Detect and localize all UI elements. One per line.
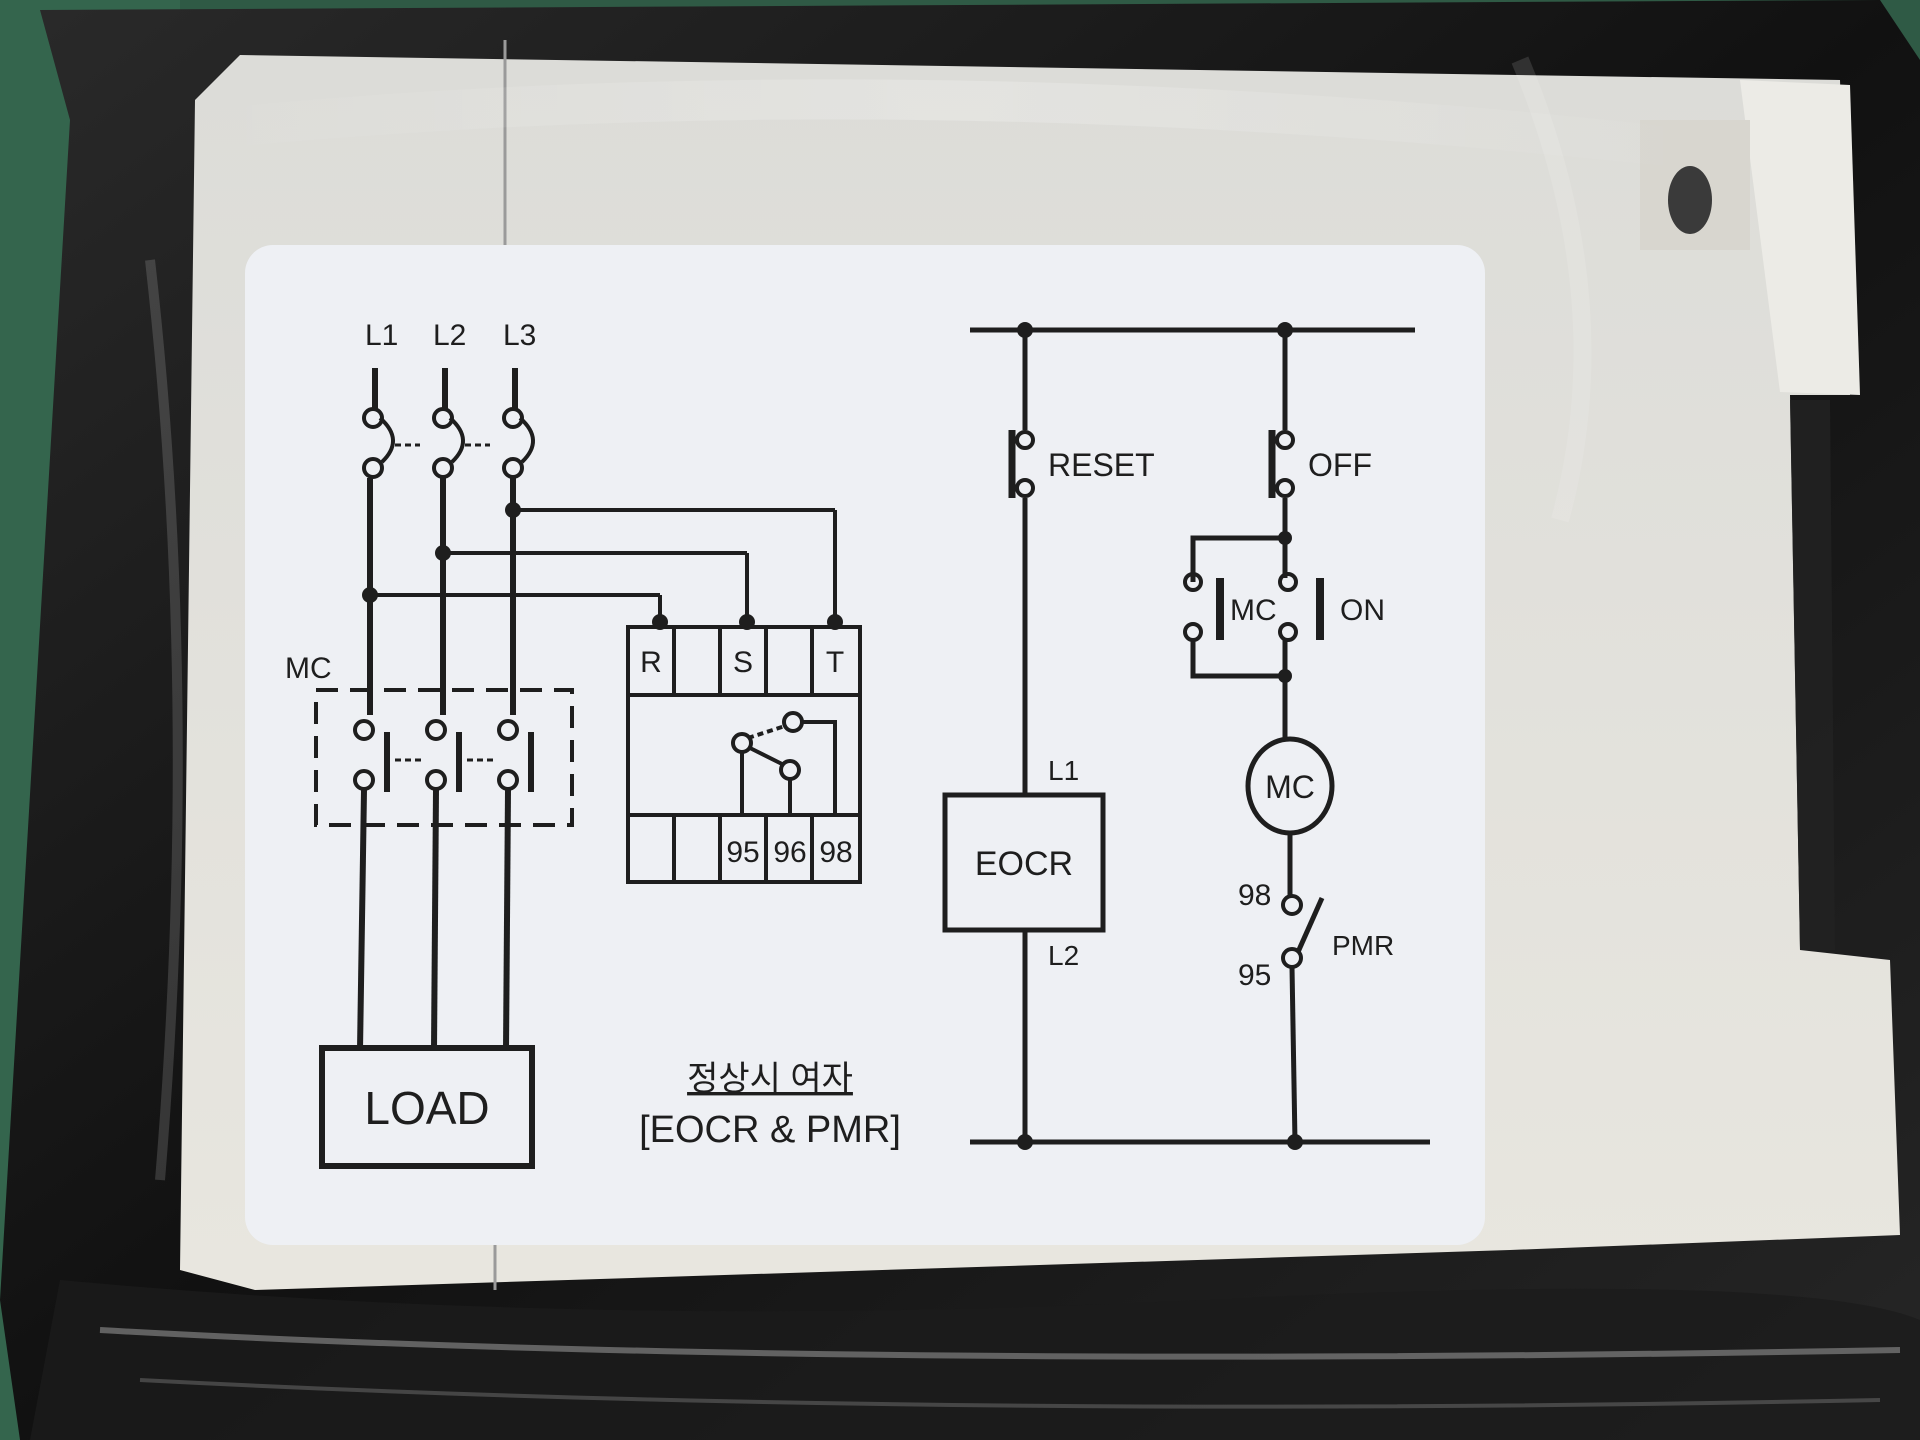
mc-aux-label: MC — [1230, 594, 1277, 627]
off-label: OFF — [1308, 447, 1372, 483]
caption-parts: [EOCR & PMR] — [639, 1109, 901, 1151]
coil-label: MC — [1265, 769, 1315, 805]
eocr-label: EOCR — [975, 845, 1073, 883]
caption-korean: 정상시 여자 — [687, 1060, 853, 1098]
reset-label: RESET — [1048, 447, 1155, 483]
eocr-l2-label: L2 — [1048, 940, 1079, 971]
relay-terminal-t: T — [826, 646, 844, 679]
pmr-95-label: 95 — [1238, 959, 1271, 992]
pmr-label: PMR — [1332, 930, 1394, 961]
diagram-sticker — [245, 245, 1485, 1245]
line-label-l1: L1 — [365, 319, 398, 352]
relay-contact-98: 98 — [819, 836, 852, 869]
relay-terminal-r: R — [640, 646, 662, 679]
contactor-label: MC — [285, 652, 332, 685]
control-circuit — [942, 327, 1430, 1145]
relay-contact-95: 95 — [726, 836, 759, 869]
pmr-98-label: 98 — [1238, 879, 1271, 912]
eocr-l1-label: L1 — [1048, 755, 1079, 786]
mounting-hole — [1668, 166, 1712, 234]
line-label-l2: L2 — [433, 319, 466, 352]
on-label: ON — [1340, 594, 1385, 627]
load-label: LOAD — [364, 1082, 489, 1134]
line-label-l3: L3 — [503, 319, 536, 352]
relay-terminal-s: S — [733, 646, 753, 679]
relay-contact-96: 96 — [773, 836, 806, 869]
